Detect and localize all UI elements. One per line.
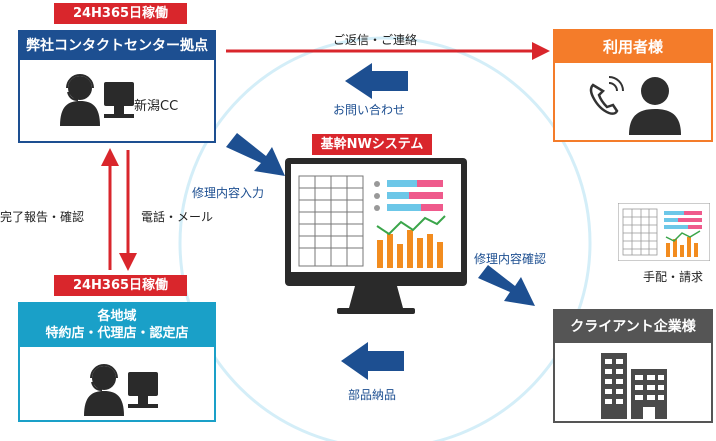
phone-mail-arrow (119, 150, 137, 271)
inquiry-label: お問い合わせ (333, 103, 406, 117)
client-box: クライアント企業様 (553, 309, 713, 423)
regional-operating-hours-tag: 24H365日稼働 (54, 275, 187, 296)
reply-label: ご返信・ご連絡 (333, 33, 418, 47)
operator-headset-icon (84, 364, 158, 416)
phone-mail-label: 電話・メール (141, 210, 214, 224)
contact-center-location: 新潟CC (134, 99, 179, 114)
contact-center-title: 弊社コンタクトセンター拠点 (20, 32, 214, 60)
contact-center-box: 弊社コンタクトセンター拠点 新潟CC (18, 30, 216, 143)
parts-label: 部品納品 (348, 388, 397, 402)
person-phone-icon (589, 76, 681, 135)
parts-arrow (341, 342, 404, 380)
repair-confirm-label: 修理内容確認 (474, 252, 547, 266)
repair-input-label: 修理内容入力 (192, 186, 265, 200)
system-tag: 基幹NWシステム (312, 134, 432, 155)
reply-arrow (226, 42, 550, 60)
monitor-dashboard-icon (285, 158, 467, 314)
user-box: 利用者様 (553, 29, 713, 142)
inquiry-arrow (345, 63, 408, 99)
regional-title-line1: 各地域 (97, 309, 137, 324)
regional-title: 各地域 特約店・代理店・認定店 (20, 304, 214, 347)
client-title: クライアント企業様 (555, 311, 711, 343)
buildings-icon (601, 353, 667, 419)
repair-input-arrow (226, 133, 285, 176)
repair-confirm-arrow (478, 265, 535, 306)
document-chart-icon (618, 203, 710, 261)
contact-center-operating-hours-tag: 24H365日稼働 (54, 3, 187, 24)
user-title: 利用者様 (555, 31, 711, 63)
operator-headset-icon (60, 74, 134, 126)
regional-title-line2: 特約店・代理店・認定店 (45, 326, 189, 341)
report-arrow (101, 148, 119, 270)
report-label: 完了報告・確認 (0, 210, 85, 224)
regional-box: 各地域 特約店・代理店・認定店 (18, 302, 216, 422)
client-note: 手配・請求 (643, 270, 704, 284)
